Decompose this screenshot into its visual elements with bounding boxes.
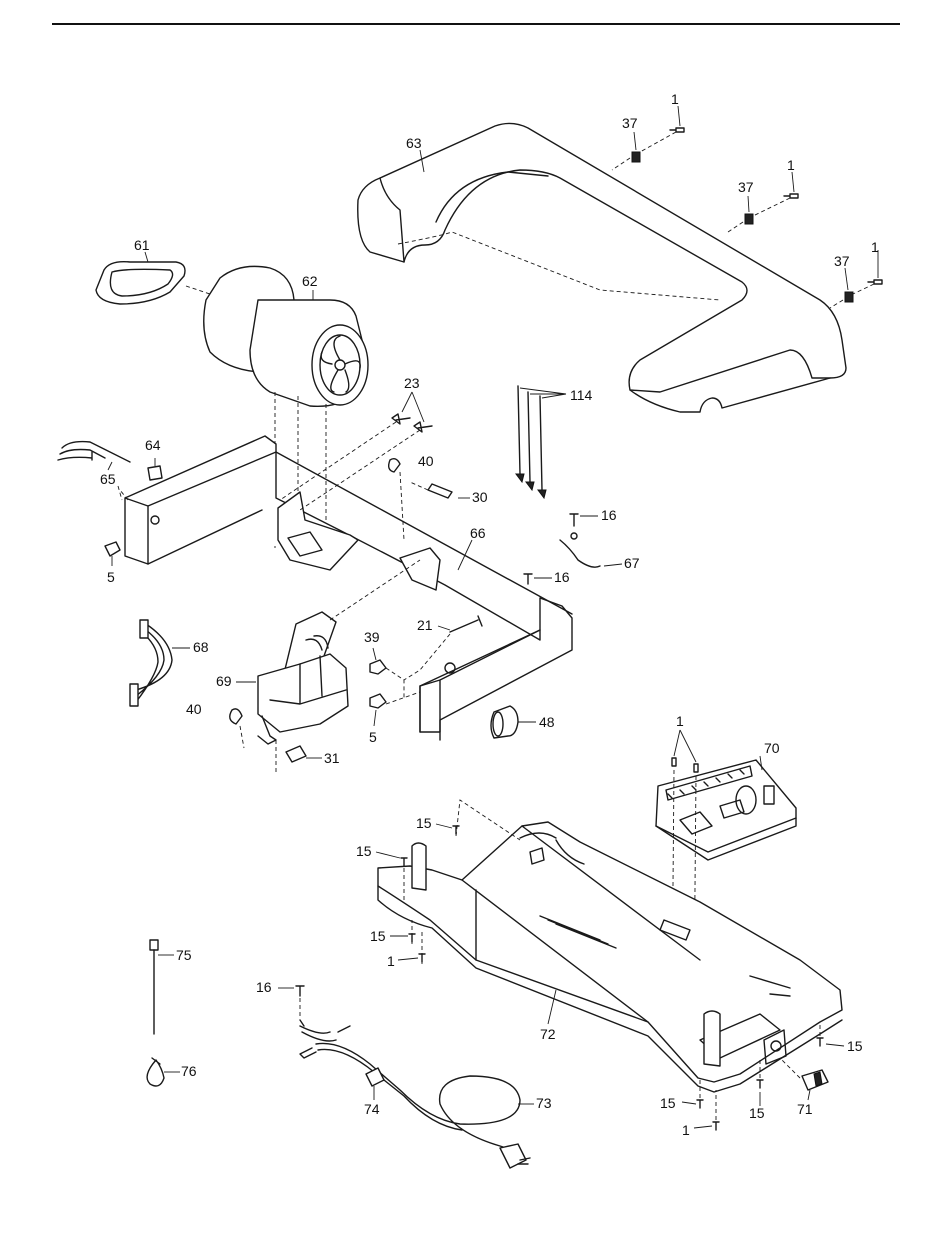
label-114: 114: [570, 387, 593, 403]
label-70: 70: [764, 740, 780, 756]
label-48: 48: [539, 714, 555, 730]
part-30-pin: [410, 482, 470, 498]
label-61: 61: [134, 237, 150, 253]
part-40-clip-top: [389, 459, 404, 540]
part-16-screw-cord: [278, 986, 304, 1018]
label-40-bottom: 40: [186, 701, 202, 717]
part-68-wire-harness: [130, 620, 190, 706]
label-21: 21: [417, 617, 433, 633]
label-15-b: 15: [356, 843, 372, 859]
label-68: 68: [193, 639, 209, 655]
part-40-clip-bottom: [230, 709, 244, 748]
label-30: 30: [472, 489, 488, 505]
part-5-nut-right: [370, 692, 420, 726]
label-71: 71: [797, 1101, 813, 1117]
part-74-strain-relief: [366, 1068, 384, 1100]
label-16-frame-a: 16: [601, 507, 617, 523]
part-75-tie: [150, 940, 174, 1034]
part-76-loop: [147, 1058, 180, 1086]
label-62: 62: [302, 273, 318, 289]
label-73: 73: [536, 1095, 552, 1111]
label-75: 75: [176, 947, 192, 963]
label-65: 65: [100, 471, 116, 487]
part-67-ground-wire: [560, 533, 622, 567]
label-15-e: 15: [660, 1095, 676, 1111]
part-72-base-tray: [378, 822, 842, 1092]
label-1-hood-a: 1: [671, 91, 679, 107]
label-1-hood-b: 1: [787, 157, 795, 173]
part-61-belt: [96, 252, 216, 304]
part-65-sensor: [58, 442, 130, 500]
label-16-frame-b: 16: [554, 569, 570, 585]
part-1-board-screws: [672, 730, 698, 772]
label-31: 31: [324, 750, 340, 766]
part-23-bolts: [280, 392, 432, 510]
label-1-board: 1: [676, 713, 684, 729]
label-1-base-a: 1: [387, 953, 395, 969]
label-15-f: 15: [749, 1105, 765, 1121]
label-15-c: 15: [370, 928, 386, 944]
label-5-left: 5: [107, 569, 115, 585]
part-63-hood: [358, 123, 846, 412]
label-16-cord: 16: [256, 979, 272, 995]
part-31-pin: [286, 746, 322, 762]
part-5-nut-left: [105, 542, 120, 566]
label-37-hood-a: 37: [622, 115, 638, 131]
label-1-base-b: 1: [682, 1122, 690, 1138]
label-15-a: 15: [416, 815, 432, 831]
part-71-switch: [782, 1060, 828, 1100]
label-76: 76: [181, 1063, 197, 1079]
part-69-lift-motor: [236, 560, 420, 772]
part-39-nut: [370, 648, 404, 700]
label-15-d: 15: [847, 1038, 863, 1054]
label-74: 74: [364, 1101, 380, 1117]
label-1-hood-c: 1: [871, 239, 879, 255]
label-39: 39: [364, 629, 380, 645]
part-114-cable-ties: [516, 386, 566, 498]
label-63: 63: [406, 135, 422, 151]
label-40-top: 40: [418, 453, 434, 469]
label-23: 23: [404, 375, 420, 391]
part-64-bushing: [148, 458, 162, 480]
label-69: 69: [216, 673, 232, 689]
label-64: 64: [145, 437, 161, 453]
label-72: 72: [540, 1026, 556, 1042]
part-73-power-cord: [300, 1020, 534, 1168]
label-66: 66: [470, 525, 486, 541]
label-67: 67: [624, 555, 640, 571]
label-5-right: 5: [369, 729, 377, 745]
part-48-roller: [491, 706, 536, 738]
label-37-hood-b: 37: [738, 179, 754, 195]
label-37-hood-c: 37: [834, 253, 850, 269]
